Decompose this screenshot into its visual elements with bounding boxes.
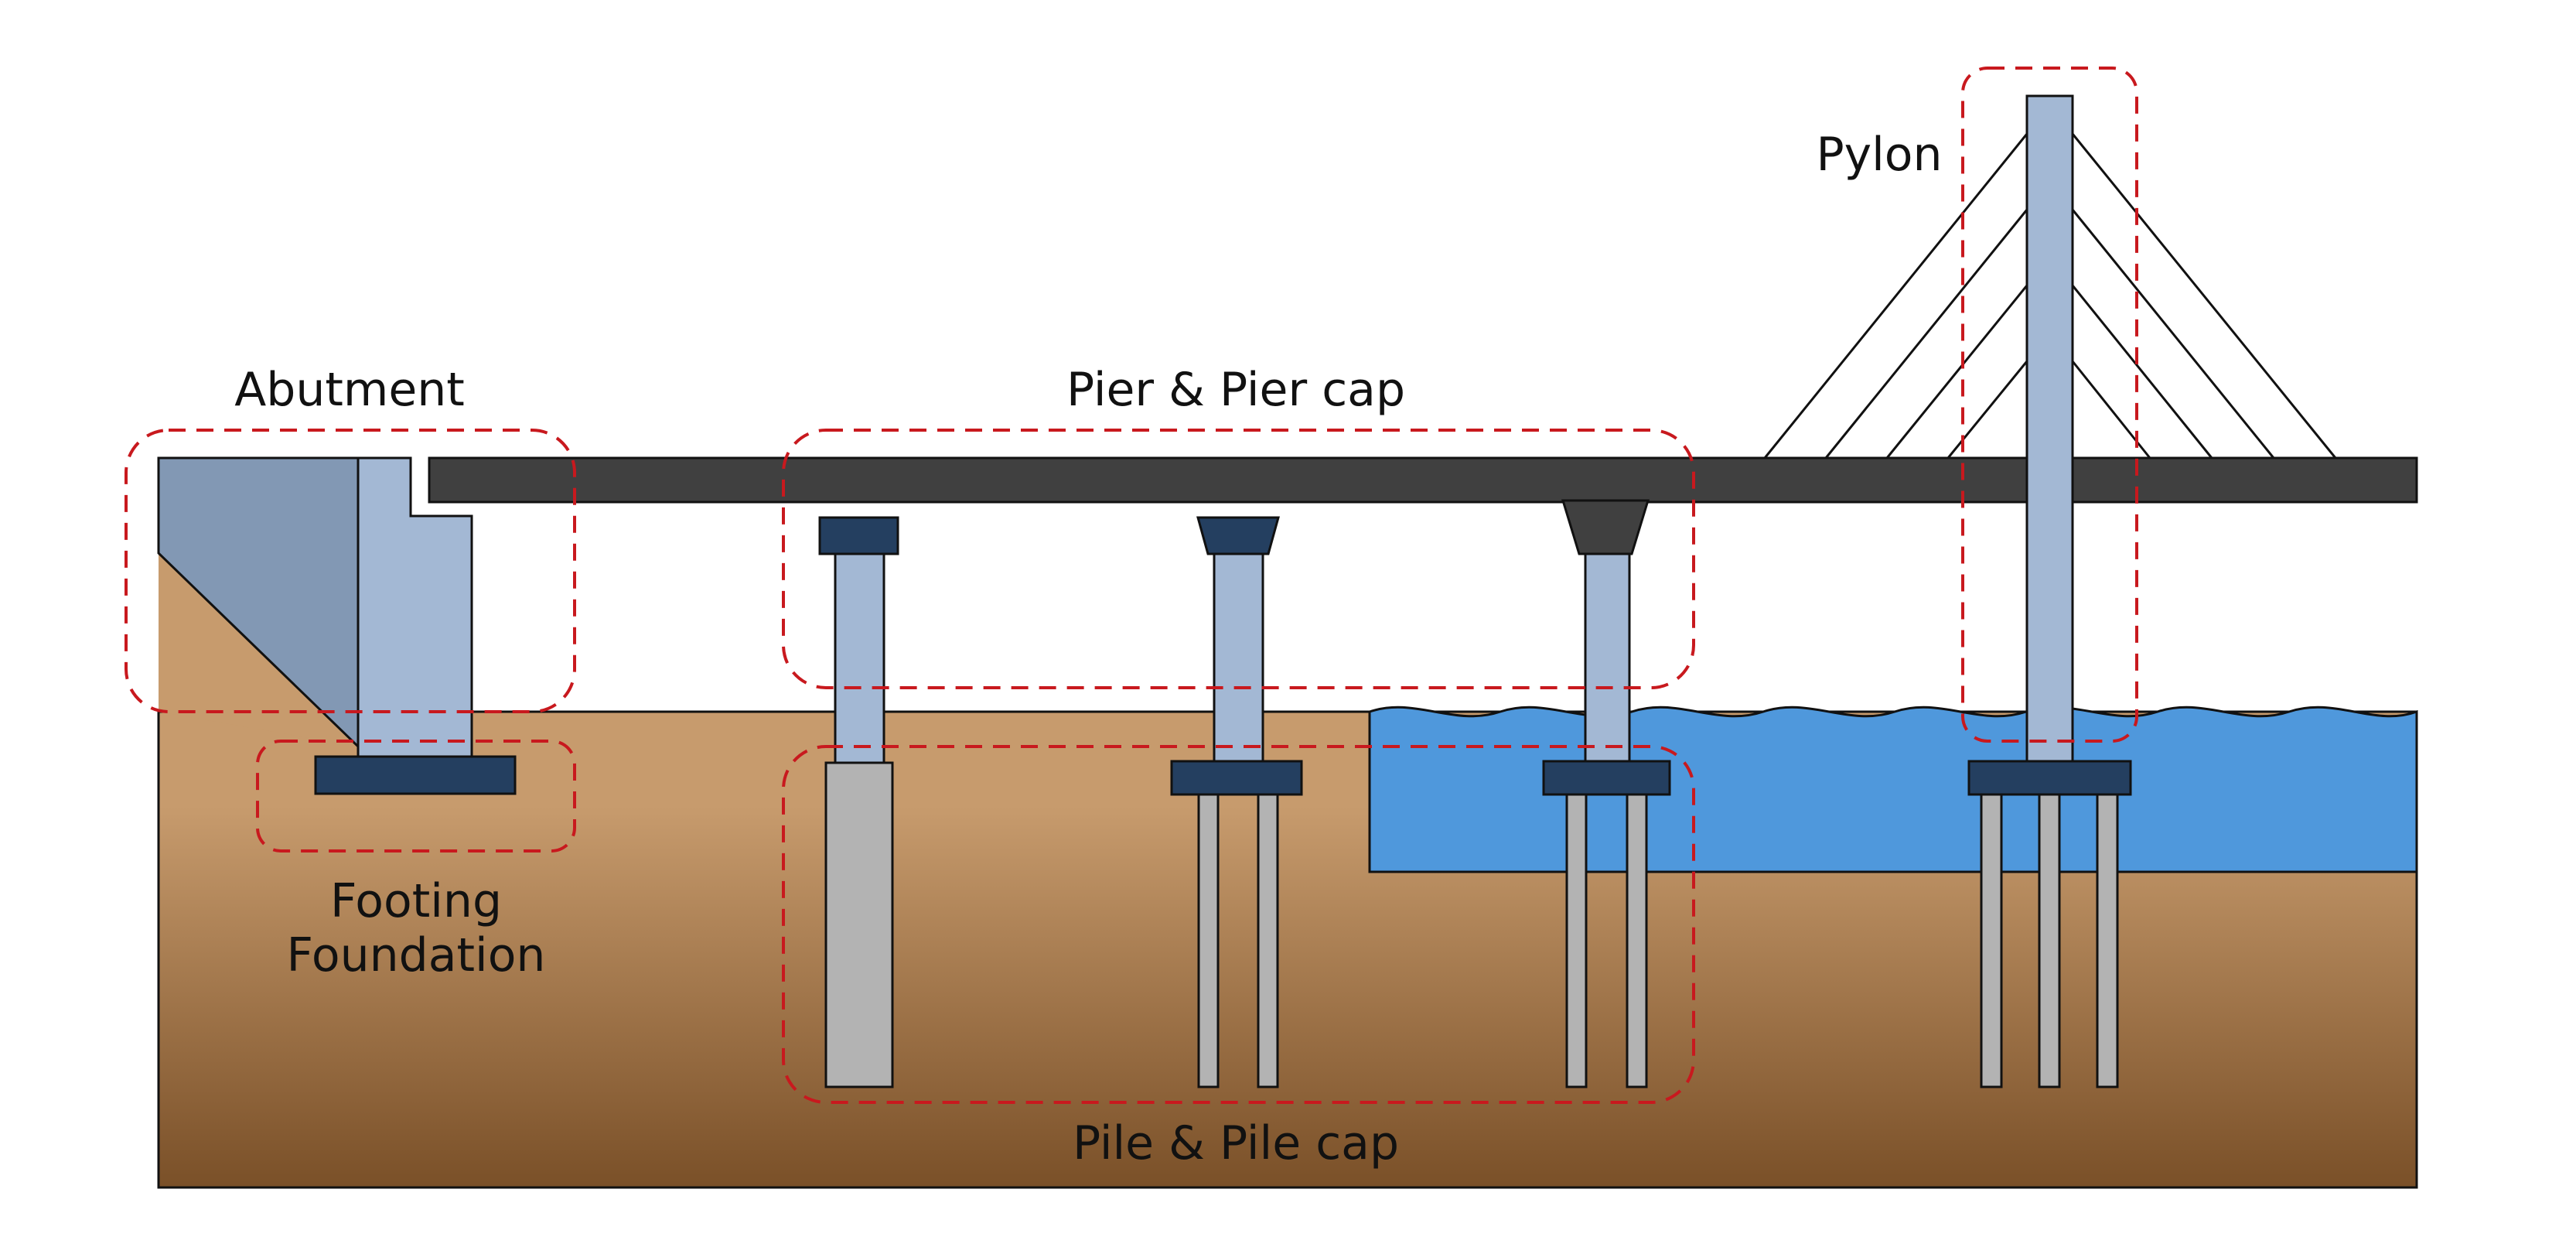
pier-2-cap <box>1196 516 1280 555</box>
pier-2-pile-cap <box>1170 760 1303 796</box>
pylon-region-outline <box>1961 67 2138 743</box>
abutment-label: Abutment <box>234 363 465 417</box>
pier-3-cap <box>1561 499 1650 555</box>
pier-3-column <box>1584 552 1631 763</box>
pier-1-column <box>834 552 885 764</box>
pile-cap-label: Pile & Pile cap <box>1073 1116 1399 1170</box>
pylon-pile-right <box>2096 793 2119 1088</box>
pylon-label: Pylon <box>1816 128 1942 182</box>
pylon-tower <box>2025 94 2074 763</box>
pylon-pile-cap <box>1967 760 2132 796</box>
pier-3-pile-left <box>1565 793 1588 1088</box>
pylon-pile-center <box>2038 793 2061 1088</box>
pier-1-cap <box>818 516 899 555</box>
pier-3-pile-right <box>1626 793 1648 1088</box>
pile-cap-region-outline <box>782 745 1695 1104</box>
footing-label-line1: Footing <box>330 874 502 928</box>
abutment-footing <box>314 755 517 795</box>
pier-2-pile-left <box>1197 793 1220 1088</box>
pier-3-pile-cap <box>1542 760 1671 796</box>
abutment-region-outline <box>125 429 576 713</box>
river-water <box>1368 706 2418 873</box>
footing-region-outline <box>256 740 576 853</box>
pier-2-column <box>1213 552 1264 763</box>
pier-cap-label: Pier & Pier cap <box>1066 363 1405 417</box>
bridge-deck <box>428 456 2418 504</box>
pylon-pile-left <box>1980 793 2003 1088</box>
footing-label-line2: Foundation <box>287 928 546 982</box>
pier-2-pile-right <box>1257 793 1279 1088</box>
pier-1-drilled-shaft <box>824 761 894 1088</box>
stay-cables <box>1763 133 2337 459</box>
pier-cap-region-outline <box>782 429 1695 689</box>
